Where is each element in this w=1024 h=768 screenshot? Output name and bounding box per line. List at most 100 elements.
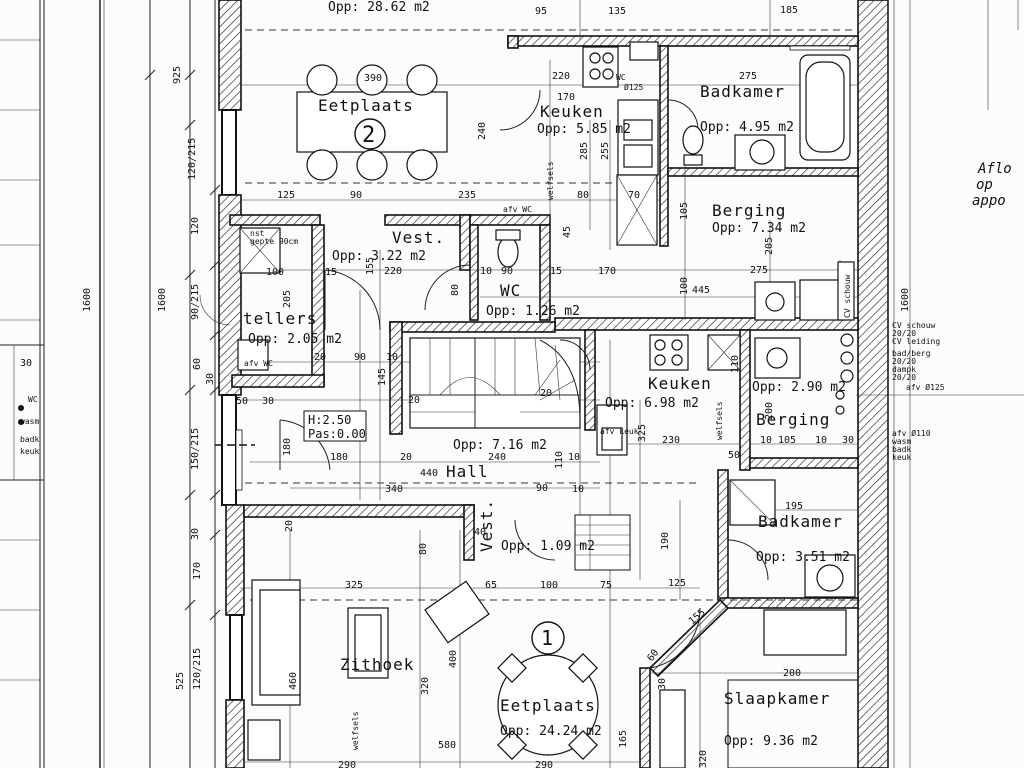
afv-list-2: badk (892, 445, 911, 454)
dim-15-b: 15 (550, 266, 562, 277)
slaapkamer-label: Slaapkamer (724, 689, 830, 708)
dim-340: 340 (385, 484, 403, 495)
dim-400: 400 (448, 650, 459, 668)
berging-mid-label: Berging (756, 410, 830, 429)
dim-220: 220 (552, 71, 570, 82)
eetplaats1-area: Opp: 24.24 m2 (500, 724, 602, 739)
kitchen-mid-fixtures (596, 334, 801, 456)
cv-list-0: CV schouw (892, 321, 936, 330)
dim-120-215-bottom: 120/215 (192, 648, 203, 690)
dim-90-wc: 90 (501, 266, 513, 277)
technical-notes: nst gepte 90cm afv WC afv WC WC Ø125 afv… (18, 73, 1024, 750)
dim-205-tellers: 205 (282, 290, 293, 308)
note-nst: nst (250, 229, 265, 238)
dim-1600-mid: 1600 (157, 288, 168, 312)
meter-box (237, 227, 281, 371)
dim-290-b: 290 (535, 760, 553, 768)
windows (215, 45, 851, 491)
note-plafond: gepte 90cm (250, 237, 298, 246)
dim-90-hall-b: 90 (536, 483, 548, 494)
badkamer-mid-label: Badkamer (758, 512, 843, 531)
dim-10-wc: 10 (480, 266, 492, 277)
dim-120: 120 (190, 217, 201, 235)
dimension-labels: 95 135 185 925 390 220 170 275 240 285 2… (20, 5, 911, 768)
side-annotation: Aflo op appo (972, 0, 1019, 209)
dim-275-b: 275 (750, 265, 768, 276)
dim-240: 240 (477, 122, 488, 140)
berging-top-label: Berging (712, 201, 786, 220)
dim-120-215-top: 120/215 (187, 138, 198, 180)
top-room-area: Opp: 28.62 m2 (328, 0, 430, 15)
dim-100-tellers: 100 (266, 267, 284, 278)
dim-135: 135 (608, 6, 626, 17)
vest-top-label: Vest. (392, 228, 445, 247)
dim-285: 285 (579, 142, 590, 160)
afv-list-0: afv Ø110 (892, 428, 931, 438)
dim-180-left: 180 (282, 438, 293, 456)
dim-170-b: 170 (598, 266, 616, 277)
note-wc-afv: afv WC (503, 205, 532, 214)
left-list-0: WC (28, 395, 38, 404)
level-height: H:2.50 (308, 413, 351, 427)
dim-235: 235 (458, 190, 476, 201)
level-marker: H:2.50 Pas:0.00 (303, 410, 367, 442)
dim-320: 320 (420, 677, 431, 695)
left-list-2: badk (20, 435, 39, 444)
dim-1600-right: 1600 (900, 288, 911, 312)
dim-15-a: 15 (325, 267, 337, 278)
side-text-3: appo (972, 193, 1006, 209)
left-margin-lines (0, 0, 105, 768)
afv-list-1: wasm (892, 437, 911, 446)
dim-30-left: 30 (20, 358, 32, 369)
eetplaats2-number: 2 (362, 123, 376, 148)
dim-180-hall: 180 (330, 452, 348, 463)
level-pas: Pas:0.00 (308, 427, 366, 441)
note-d125: Ø125 (624, 82, 643, 92)
dim-65: 65 (485, 580, 497, 591)
left-list-1: wasm (20, 417, 39, 426)
dim-145: 145 (377, 368, 388, 386)
dim-205-berging: 205 (764, 237, 775, 255)
dim-10-berg: 10 (815, 435, 827, 446)
tellers-area: Opp: 2.05 m2 (248, 332, 342, 347)
dim-100-b: 100 (679, 277, 690, 295)
dim-195: 195 (785, 501, 803, 512)
tellers-label: tellers (243, 309, 317, 328)
dim-105-berging-mid: 105 (778, 435, 796, 446)
slaapkamer-area: Opp: 9.36 m2 (724, 734, 818, 749)
dim-20-tellers: 20 (314, 352, 326, 363)
badkamer-top-area: Opp: 4.95 m2 (700, 120, 794, 135)
note-afv-wc-left: afv WC (244, 359, 273, 368)
dim-165: 165 (618, 730, 629, 748)
bathroom-mid-fixtures (729, 479, 856, 598)
note-afv-keuk: afv keuk (600, 427, 639, 436)
dim-275: 275 (739, 71, 757, 82)
dim-10-hall-c: 10 (572, 484, 584, 495)
hall-area: Opp: 7.16 m2 (453, 438, 547, 453)
wc-area: Opp: 1.26 m2 (486, 304, 580, 319)
dim-30-b: 30 (262, 396, 274, 407)
dim-60: 60 (192, 358, 203, 370)
vest-small-label: Vest. (477, 499, 496, 552)
dim-50-b: 50 (728, 450, 740, 461)
dim-445: 445 (692, 285, 710, 296)
vest-top-area: Opp: 3.22 m2 (332, 249, 426, 264)
note-welfsels-3: welfsels (351, 711, 360, 750)
dim-440: 440 (420, 468, 438, 479)
dim-125-z: 125 (668, 578, 686, 589)
eetplaats1-number: 1 (541, 626, 554, 650)
zithoek-label: Zithoek (340, 655, 414, 674)
storage-top-fixtures (754, 279, 846, 321)
dim-80-vest: 80 (450, 284, 461, 296)
dim-40-z: 40 (474, 527, 486, 538)
kitchen-top-fixtures (582, 41, 659, 246)
doors (199, 89, 769, 669)
dim-290-a: 290 (338, 760, 356, 768)
dim-100-z: 100 (540, 580, 558, 591)
dim-155: 155 (365, 257, 376, 275)
dim-95: 95 (535, 6, 547, 17)
dim-185: 185 (780, 5, 798, 16)
dim-220-vest: 220 (384, 266, 402, 277)
